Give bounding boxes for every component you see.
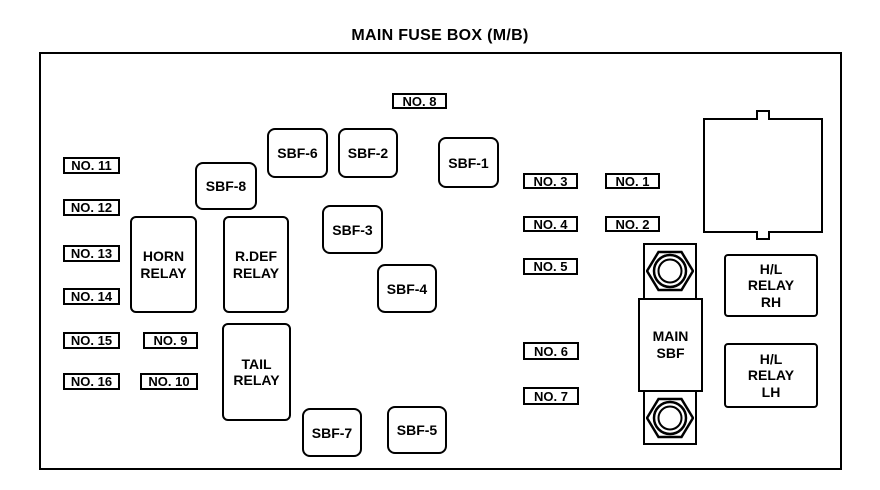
fuse-label-no-13: NO. 13 [63,245,120,262]
fuse-label-no-12: NO. 12 [63,199,120,216]
fuse-label-no-6: NO. 6 [523,342,579,360]
relay-rdef-label-line2: RELAY [232,264,280,281]
fuse-label-no-7: NO. 7 [523,387,579,405]
fuse-label-no-14: NO. 14 [63,288,120,305]
relay-headlight-lh: H/L RELAY LH [724,343,818,408]
relay-rdef-label-line1: R.DEF [235,248,277,265]
fuse-label-no-10: NO. 10 [140,373,198,390]
fuse-label-no-15: NO. 15 [63,332,120,349]
fuse-label-no-2: NO. 2 [605,216,660,232]
main-sbf-label-line2: SBF [656,345,685,361]
sbf-fuse-1: SBF-1 [438,137,499,188]
relay-horn: HORN RELAY [130,216,197,313]
relay-tail-label-line1: TAIL [241,355,272,372]
relay-hl-rh-label-line2: RELAY [747,277,795,294]
sbf-fuse-5: SBF-5 [387,406,447,454]
fuse-label-no-3: NO. 3 [523,173,578,189]
relay-hl-lh-label-line3: LH [761,383,781,400]
relay-rear-defogger: R.DEF RELAY [223,216,289,313]
main-sbf-label-line1: MAIN [652,327,689,344]
connector-block [703,118,823,233]
main-sbf-fuse: MAIN SBF [638,298,703,392]
sbf-fuse-4: SBF-4 [377,264,437,313]
fuse-label-no-11: NO. 11 [63,157,120,174]
relay-headlight-rh: H/L RELAY RH [724,254,818,317]
diagram-title: MAIN FUSE BOX (M/B) [351,27,529,44]
hex-nut-icon [646,397,694,439]
fuse-label-no-4: NO. 4 [523,216,578,232]
relay-horn-label-line1: HORN [142,248,185,265]
connector-tab-top [756,110,770,120]
sbf-fuse-2: SBF-2 [338,128,398,178]
fuse-label-no-1: NO. 1 [605,173,660,189]
fuse-label-no-16: NO. 16 [63,373,120,390]
relay-tail-label-line2: RELAY [233,372,280,388]
relay-hl-lh-label-line2: RELAY [747,367,795,384]
relay-horn-label-line2: RELAY [140,264,187,281]
sbf-fuse-6: SBF-6 [267,128,328,178]
hex-nut-icon [646,250,694,292]
connector-tab-bottom [756,231,770,240]
sbf-fuse-7: SBF-7 [302,408,362,457]
relay-hl-lh-label-line1: H/L [759,351,783,368]
fuse-label-no-9: NO. 9 [143,332,198,349]
fuse-label-no-8: NO. 8 [392,93,447,109]
fuse-label-no-5: NO. 5 [523,258,578,275]
sbf-fuse-8: SBF-8 [195,162,257,210]
relay-tail: TAIL RELAY [222,323,291,421]
sbf-fuse-3: SBF-3 [322,205,383,254]
relay-hl-rh-label-line1: H/L [759,261,783,278]
relay-hl-rh-label-line3: RH [760,293,782,310]
